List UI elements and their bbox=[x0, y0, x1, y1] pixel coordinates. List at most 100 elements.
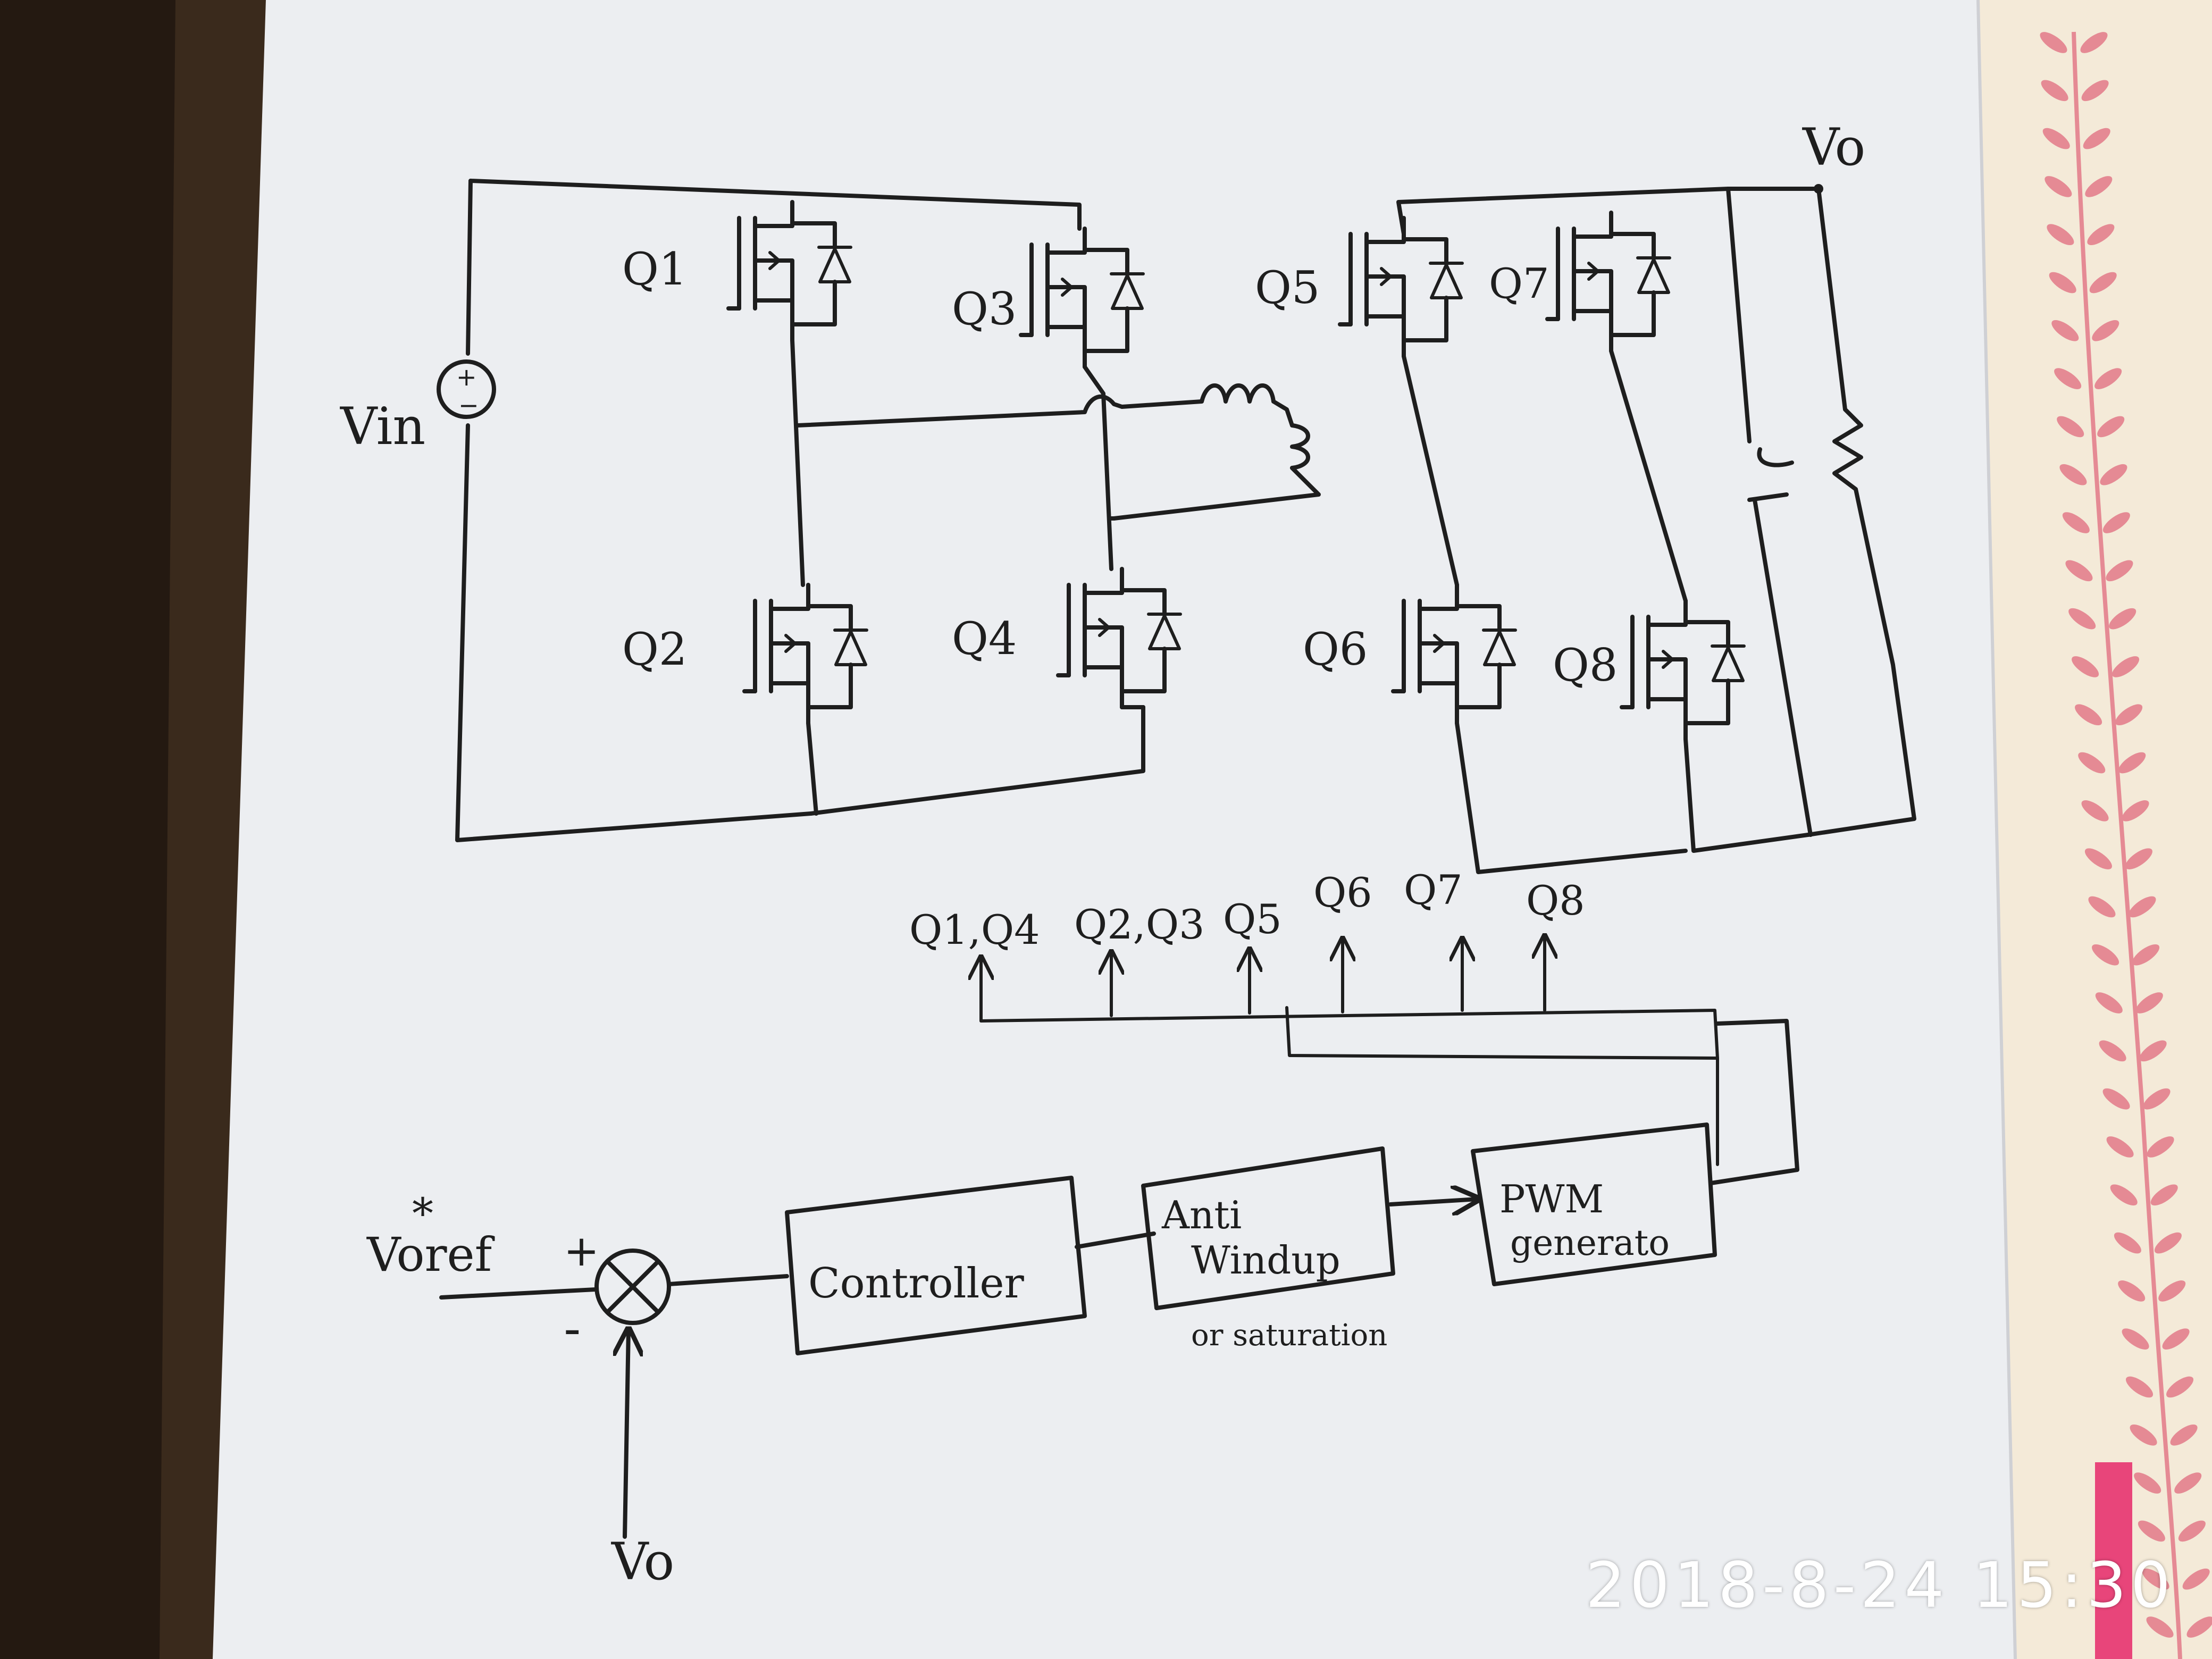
vine-leaf bbox=[2051, 320, 2079, 341]
vine-leaf bbox=[2154, 1232, 2182, 1254]
vine-leaf bbox=[2062, 512, 2090, 533]
leg-a-mid bbox=[790, 338, 805, 587]
feedback-arrow bbox=[625, 1329, 629, 1539]
bottom-rail-left bbox=[809, 705, 1145, 816]
vine-leaf bbox=[2132, 944, 2160, 966]
vine-leaf bbox=[2072, 656, 2099, 677]
vine-leaf bbox=[2088, 896, 2116, 918]
vine-leaf bbox=[2158, 1280, 2186, 1302]
power-circuit: + − Vin Q1 Q3 Q2 Q4 bbox=[340, 118, 1916, 874]
feedback-label: Vo bbox=[611, 1532, 674, 1591]
vine-leaf bbox=[2130, 1424, 2157, 1446]
pink-tab bbox=[2095, 1462, 2132, 1659]
vine-leaf bbox=[2068, 608, 2096, 630]
leg-d bbox=[1609, 349, 1810, 853]
gate-label-q2q3: Q2,Q3 bbox=[1074, 901, 1204, 948]
vine-leaf bbox=[2080, 32, 2108, 53]
vine-leaf bbox=[2122, 1328, 2149, 1350]
vine-leaf bbox=[2109, 608, 2136, 630]
vine-leaf bbox=[2092, 320, 2119, 341]
vine-leaf bbox=[2114, 1232, 2141, 1254]
pwm-block bbox=[1471, 1122, 1717, 1286]
summing-junction bbox=[594, 1249, 671, 1325]
vine-leaf bbox=[2045, 176, 2072, 197]
vine-leaf bbox=[2083, 128, 2110, 149]
vine-leaf bbox=[2138, 1520, 2165, 1542]
vine-leaf bbox=[2078, 752, 2106, 774]
paper-sheet bbox=[213, 0, 2015, 1659]
vine-leaf bbox=[2081, 800, 2109, 822]
vine-leaf bbox=[2110, 1184, 2138, 1206]
resistor bbox=[1806, 187, 1916, 837]
vine-leaf bbox=[2115, 704, 2143, 726]
cap-column bbox=[1726, 187, 1813, 837]
vine-leaf bbox=[2118, 752, 2146, 774]
sum-plus: + bbox=[564, 1226, 599, 1276]
vine-leaf bbox=[2042, 128, 2070, 149]
vine-leaf bbox=[2147, 1136, 2174, 1158]
vine-leaf bbox=[2174, 1472, 2202, 1494]
gate-label-q8: Q8 bbox=[1526, 877, 1585, 924]
gate-label-q5: Q5 bbox=[1223, 895, 1282, 943]
timestamp: 2018-8-24 15:30 bbox=[1585, 1548, 2175, 1622]
vine-decoration bbox=[2040, 31, 2212, 1659]
transformer bbox=[1109, 383, 1321, 521]
vine-leaf bbox=[2094, 368, 2122, 389]
controller-label: Controller bbox=[808, 1260, 1025, 1308]
vine-leaf bbox=[2047, 224, 2074, 246]
vine-leaf bbox=[2135, 992, 2163, 1013]
pwm-line2: generato bbox=[1510, 1222, 1670, 1263]
vine-leaf bbox=[2065, 560, 2093, 582]
dc-source: + − bbox=[437, 359, 496, 420]
label-q1: Q1 bbox=[622, 243, 687, 295]
vine-leaf bbox=[2170, 1424, 2198, 1446]
vine-leaf bbox=[2150, 1184, 2178, 1206]
pwm-line1: PWM bbox=[1499, 1177, 1604, 1221]
laptop-edge bbox=[0, 0, 175, 1659]
control-loop: Voref * + - Vo Controller Anti Windup or… bbox=[366, 1019, 1799, 1591]
svg-text:+: + bbox=[456, 363, 477, 391]
vine-leaf bbox=[2102, 512, 2130, 533]
vine-leaf bbox=[2075, 704, 2102, 726]
vine-leaf bbox=[2092, 944, 2119, 966]
gate-label-q1q4: Q1,Q4 bbox=[909, 906, 1040, 953]
anti-windup-line2: Windup bbox=[1191, 1238, 1340, 1283]
capacitor bbox=[1747, 447, 1794, 502]
svg-text:−: − bbox=[458, 391, 479, 420]
vine-leaf bbox=[2129, 896, 2156, 918]
vine-leaf bbox=[2097, 416, 2125, 438]
vine-leaf bbox=[2134, 1472, 2161, 1494]
vine-leaf bbox=[2142, 1568, 2169, 1590]
gate-signal-bus: Q1,Q4 Q2,Q3 Q5 Q6 Q7 Q8 bbox=[909, 866, 1719, 1166]
gate-label-q6: Q6 bbox=[1313, 869, 1372, 916]
vine-leaf bbox=[2162, 1328, 2190, 1350]
vine-leaf bbox=[2125, 848, 2152, 869]
leg-b-mid bbox=[1083, 365, 1113, 571]
label-q3: Q3 bbox=[952, 283, 1017, 335]
vine-leaf bbox=[2040, 32, 2067, 53]
vine-leaf bbox=[2049, 272, 2076, 294]
vine-leaf bbox=[2118, 1280, 2146, 1302]
label-q6: Q6 bbox=[1303, 623, 1368, 675]
leg-c bbox=[1402, 354, 1688, 874]
label-q7: Q7 bbox=[1489, 260, 1549, 308]
top-rail-left bbox=[468, 179, 1082, 231]
vine-leaf bbox=[2106, 560, 2133, 582]
output-label: Vo bbox=[1802, 118, 1865, 177]
bridge-crosslink bbox=[795, 394, 1124, 428]
controller-block bbox=[785, 1176, 1087, 1355]
vine-leaf bbox=[2054, 368, 2082, 389]
pwm-arrow bbox=[1388, 1199, 1478, 1204]
label-q4: Q4 bbox=[952, 613, 1017, 665]
vine-leaf bbox=[2041, 80, 2068, 102]
label-q2: Q2 bbox=[622, 623, 687, 675]
vine-leaf bbox=[2143, 1088, 2171, 1110]
vine-leaf bbox=[2095, 992, 2123, 1013]
reference-label: Voref bbox=[366, 1227, 495, 1282]
left-rail bbox=[455, 179, 813, 842]
label-q8: Q8 bbox=[1553, 639, 1618, 691]
anti-windup-line1: Anti bbox=[1161, 1193, 1242, 1237]
vine-leaf bbox=[2186, 1616, 2212, 1638]
vine-leaf bbox=[2112, 656, 2140, 677]
